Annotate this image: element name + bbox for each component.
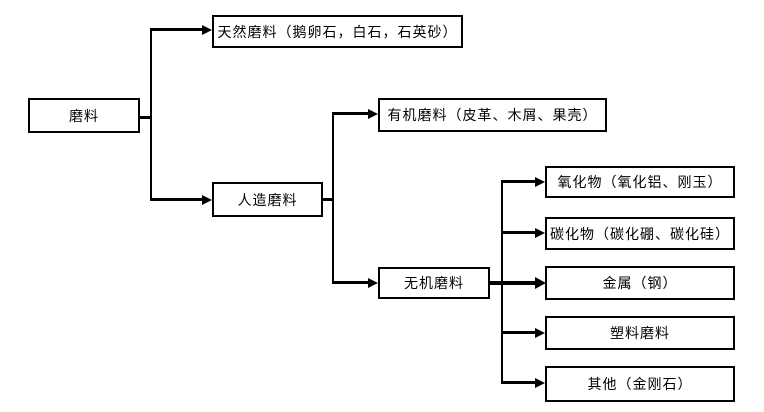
edge-artificial-organic <box>332 112 369 115</box>
node-organic-abrasive: 有机磨料（皮革、木屑、果壳） <box>378 98 607 132</box>
edge-root-natural <box>150 28 203 31</box>
connector-root-trunk <box>150 29 152 201</box>
node-natural-abrasive: 天然磨料（鹅卵石，白石，石英砂） <box>212 15 463 48</box>
edge-artificial-inorganic <box>332 281 369 284</box>
connector-root-stub <box>140 116 151 119</box>
arrowhead-artificial-icon <box>202 195 212 205</box>
arrowhead-other-icon <box>535 378 545 388</box>
edge-inorganic-oxide <box>501 180 536 183</box>
arrowhead-inorganic-icon <box>368 278 378 288</box>
connector-artificial-stub <box>321 198 333 201</box>
arrowhead-natural-icon <box>202 25 212 35</box>
node-plastic-abrasive: 塑料磨料 <box>545 316 735 350</box>
node-inorganic-abrasive: 无机磨料 <box>378 267 490 299</box>
arrowhead-plastic-icon <box>535 328 545 338</box>
node-other-diamond: 其他（金刚石） <box>545 366 735 402</box>
edge-inorganic-other <box>501 381 536 384</box>
node-metal: 金属（钢） <box>545 266 735 300</box>
edge-inorganic-carbide <box>501 231 536 234</box>
connector-artificial-trunk <box>332 113 334 284</box>
node-artificial-abrasive: 人造磨料 <box>212 182 323 217</box>
arrowhead-oxide-icon <box>535 177 545 187</box>
edge-inorganic-metal <box>490 281 536 285</box>
node-carbide: 碳化物（碳化硼、碳化硅） <box>545 217 735 250</box>
edge-root-artificial <box>150 198 203 201</box>
arrowhead-organic-icon <box>368 109 378 119</box>
edge-inorganic-plastic <box>501 331 536 334</box>
arrowhead-carbide-icon <box>535 228 545 238</box>
node-abrasive-root: 磨料 <box>28 98 140 133</box>
node-oxide: 氧化物（氧化铝、刚玉） <box>545 166 735 198</box>
arrowhead-metal-icon <box>535 277 546 289</box>
